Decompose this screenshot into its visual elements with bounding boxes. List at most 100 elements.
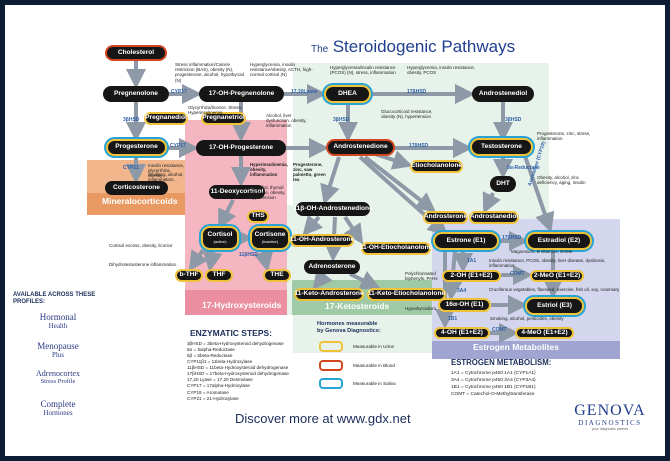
step-11bhsd: 11βHSD — [239, 252, 258, 258]
step-cyp21: CYP21 — [123, 165, 139, 171]
step-17bhsd-estrogen: 17βHSD — [502, 235, 522, 241]
note-19: Hypothyroidism — [405, 306, 437, 311]
node-androstanediol: Androstanediol — [469, 211, 519, 224]
arrow-androstenedione-oh-androstenedione — [320, 156, 341, 205]
step-cyp17: CYP17 — [171, 89, 187, 95]
legend-urine-swatch — [319, 341, 343, 352]
note-7: Glucocorticoid resistance, obesity (N), … — [381, 109, 433, 120]
node-17-oh-progesterone: 17-OH-Progesterone — [196, 140, 286, 156]
arrow-testosterone-estradiol — [523, 155, 555, 233]
legend-heading-line2: by Genova Diagnostics: — [317, 327, 381, 334]
legend-blood-label: Measurable in Blood — [353, 363, 395, 368]
region-label-ketosteroids: 17-Ketosteroids — [325, 301, 390, 311]
page-title: The Steroidogenic Pathways — [311, 37, 515, 57]
enzymatic-step: 5α = 5alpha-Reductase — [187, 347, 235, 353]
region-estrogen-bottom — [432, 341, 620, 359]
node-cortisone: Cortisone (inactive) — [250, 226, 290, 250]
enzymatic-list: 3βHSD = 3beta-Hydroxysteroid dehydrogena… — [187, 341, 307, 402]
note-9: Smoking, alcohol, inflammation, obesity — [148, 172, 184, 188]
note-3: Hyperglycemia/insulin resistance (PCOS) … — [330, 65, 396, 76]
logo-line2: DIAGNOSTICS — [578, 419, 642, 427]
region-label-hydroxysteroids: 17-Hydroxysteroids — [202, 300, 282, 310]
region-mineralocorticoid-bottom — [87, 193, 187, 215]
arrow-deoxycortisol-cortisol — [218, 199, 237, 230]
region-label-mineralocorticoids: Mineralocorticoids — [102, 196, 178, 206]
node-cortisone-sub: (inactive) — [261, 238, 279, 244]
estrogen-row: 3A4 = Cytochrome p450 3A4 (CYP3A4) — [451, 377, 536, 383]
note-1: Stress inflammation/Calorie restriction … — [175, 62, 245, 83]
enzymatic-step: 17,20 Lyase = 17,20 Desmolase — [187, 377, 253, 383]
step-1a1: 1A1 — [467, 258, 477, 264]
step-17bhsd-mid: 17βHSD — [409, 143, 429, 149]
note-12: Progesterone, zinc, stress, inflammation — [537, 131, 591, 142]
note-16: Smoking, alcohol, pesticides, obesity — [490, 316, 564, 321]
node-androsterone: Androsterone — [423, 211, 468, 224]
node-androstenedione: Androstenedione — [326, 139, 395, 156]
profile-complete-line1: Complete — [40, 399, 76, 409]
enzymatic-step: 17βHSD = 17beta-Hydroxysteroid dehydroge… — [187, 371, 289, 377]
enzymatic-step: CYP11β1 = 11beta-Hydroxylase — [187, 359, 253, 365]
node-thf: THF — [205, 269, 233, 282]
legend-urine: Measurable in Urine — [319, 341, 394, 352]
node-estradiol: Estradiol (E2) — [526, 232, 592, 250]
estrogen-heading: ESTROGEN METABOLISM: — [451, 358, 552, 367]
enzymatic-heading: ENZYMATIC STEPS: — [190, 328, 273, 338]
node-cholesterol: Cholesterol — [105, 45, 167, 61]
step-comt-2: COMT — [510, 271, 525, 277]
node-b-thf: b-THF — [175, 269, 203, 282]
node-11-keto-androsterone: 11-Keto-Androsterone — [294, 288, 364, 301]
note-15: Cruciferous vegetables, flaxseed, exerci… — [489, 287, 620, 292]
legend-heading-line1: Hormones measurable — [317, 321, 378, 327]
logo-line1: GENOVA — [574, 402, 646, 419]
profile-complete-line2: Hormones — [43, 409, 73, 417]
node-pregnanediol: Pregnanediol — [144, 112, 188, 125]
node-17-oh-pregnenolone: 17-OH-Pregnenolone — [199, 86, 284, 102]
arrow-cortisol-bthf — [188, 248, 209, 272]
logo-tagline: your diagnostic partner — [591, 427, 629, 432]
node-ths: THS — [247, 210, 269, 223]
node-4-meo: 4-MeO (E1+E2) — [515, 327, 574, 339]
enzymatic-step: CYP17 = 17alpha-Hydroxylase — [187, 383, 250, 389]
node-testosterone: Testosterone — [470, 138, 533, 156]
node-2-oh: 2-OH (E1+E2) — [442, 270, 501, 282]
enzymatic-step: CYP19 = Aromatase — [187, 389, 229, 395]
estrogen-row: 1A1 = Cytochrome p450 1A1 (CYP1A1) — [451, 371, 536, 376]
profile-hormonal-line1: Hormonal — [39, 312, 77, 322]
steroidogenic-poster: The Steroidogenic Pathways Mineralocorti… — [5, 5, 665, 456]
step-cyp17-mid: CYP17 — [170, 143, 186, 149]
node-dhea: DHEA — [324, 85, 371, 103]
note-17: Magnesium, B vitamins, SAMe — [511, 249, 573, 254]
node-2-meo: 2-MeO (E1+E2) — [530, 270, 584, 282]
arrow-oh-androstenedione-oh-etiocholanolone — [343, 215, 364, 245]
pathway-arrows — [126, 61, 563, 343]
node-estriol: Estriol (E3) — [525, 297, 584, 315]
legend-saliva: Measurable in Saliva — [319, 378, 396, 389]
node-11-oh-androsterone: 11-OH-Androsterone — [290, 234, 354, 247]
node-pregnanetriol: Pregnanetriol — [201, 112, 246, 125]
node-corticosterone: Corticosterone — [105, 181, 168, 195]
profile-menopause-line1: Menopause — [37, 341, 79, 351]
note-4: Hyperglycemia, insulin resistance, obesi… — [407, 65, 476, 76]
note-21: Dihydrotestosterone inflammation — [109, 262, 177, 267]
legend-saliva-label: Measurable in Saliva — [353, 381, 396, 386]
enzymatic-step: 3βHSD = 3beta-Hydroxysteroid dehydrogena… — [187, 341, 284, 346]
profile-hormonal-health: Hormonal Health — [15, 312, 101, 330]
legend-heading: Hormones measurable by Genova Diagnostic… — [317, 321, 381, 334]
estrogen-row: 1B1 = Cytochrome p450 1B1 (CYP1B1) — [451, 384, 536, 390]
enzymatic-step: 11βHSD = 11beta-Hydroxysteroid dehydroge… — [187, 365, 289, 371]
enzymatic-step: 5β = 5beta-Reductase — [187, 353, 233, 359]
legend-saliva-swatch — [319, 378, 343, 389]
node-11-oh-etiocholanolone: 11-OH-Etiocholanolone — [360, 242, 432, 255]
note-10: Hyperinsulinemia, obesity, inflammation — [250, 162, 288, 177]
arrow-oh-androstenedione-oh-androsterone — [302, 214, 324, 237]
step-17bhsd-top: 17βHSD — [407, 89, 427, 95]
node-etiocholanolone: Etiocholanolone — [410, 160, 463, 173]
arrow-androstenedione-androsterone — [363, 155, 437, 213]
node-cortisol: Cortisol (active) — [201, 226, 239, 250]
profile-hormonal-line2: Health — [48, 322, 68, 330]
profile-menopause-line2: Plus — [51, 351, 65, 359]
footer-url[interactable]: Discover more at www.gdx.net — [235, 411, 411, 426]
genova-logo: GENOVA DIAGNOSTICS your diagnostic partn… — [568, 402, 652, 432]
node-16a-oh: 16α-OH (E1) — [438, 298, 491, 312]
step-comt-4: COMT — [492, 327, 507, 333]
